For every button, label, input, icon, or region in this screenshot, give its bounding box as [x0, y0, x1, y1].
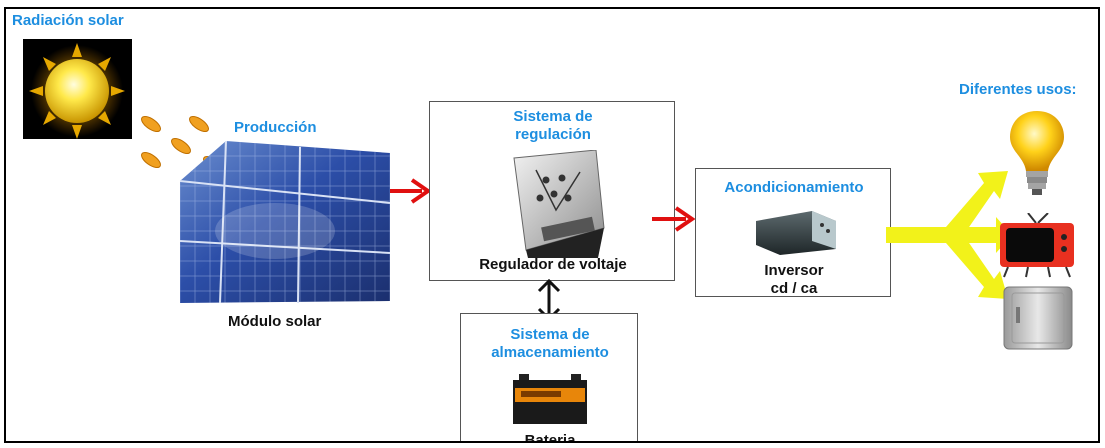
solar-module-label: Módulo solar [228, 313, 322, 330]
solar-panel-icon [179, 140, 391, 304]
charge-controller-icon [506, 149, 606, 260]
conditioning-box: Acondicionamiento Inversor cd / ca [695, 168, 891, 297]
inverter-label: Inversor cd / ca [764, 262, 824, 297]
uses-label: Diferentes usos: [959, 81, 1077, 98]
regulation-box: Sistema de regulación Reg [429, 101, 675, 281]
battery-icon [511, 372, 589, 426]
storage-box: Sistema de almacenamiento Bateria [460, 313, 638, 443]
refrigerator-icon [1002, 285, 1074, 351]
production-label: Producción [234, 119, 317, 136]
distribution-arrows-icon [886, 171, 1012, 299]
inverter-icon [752, 207, 838, 257]
light-bulb-icon [1008, 109, 1066, 197]
regulation-title: Sistema de regulación [513, 108, 593, 143]
radiation-label: Radiación solar [12, 12, 124, 29]
battery-label: Bateria [524, 432, 576, 443]
diagram-frame: Radiación solar [4, 7, 1100, 443]
television-icon [998, 212, 1076, 279]
arrow-to-regulator-icon [390, 178, 432, 204]
arrow-to-inverter-icon [652, 206, 696, 232]
voltage-regulator-label: Regulador de voltaje [479, 256, 627, 273]
conditioning-title: Acondicionamiento [724, 179, 864, 196]
storage-title: Sistema de almacenamiento [491, 326, 609, 361]
sun-icon [23, 39, 132, 139]
